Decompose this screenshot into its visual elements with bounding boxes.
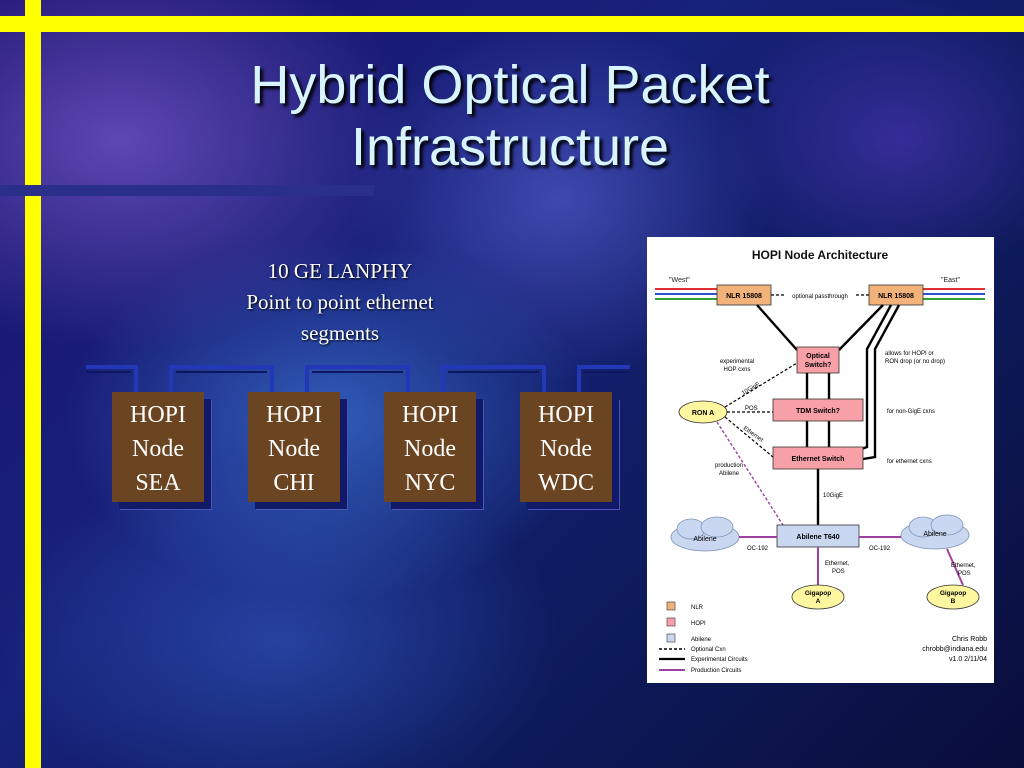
eth-pos-left-1: Ethernet, <box>825 561 850 567</box>
legend-swatch-hopi <box>666 617 676 627</box>
node-label-line1: HOPI <box>129 402 186 428</box>
subtitle-line-3: segments <box>300 321 380 345</box>
eth-pos-right-2: POS <box>958 571 971 577</box>
abilene-right-label: Abilene <box>923 531 946 538</box>
ten-gige-diag-label: 10GigE <box>741 382 761 397</box>
allows-label-2: RON drop (or no drop) <box>885 359 945 365</box>
gigapop-b-label-2: B <box>951 598 956 605</box>
experimental-label-1: experimental <box>720 359 754 365</box>
gigapop-b-node <box>926 584 980 610</box>
production-label-2: Abilene <box>719 471 740 477</box>
ethernet-switch-label: Ethernet Switch <box>792 456 845 463</box>
non-gige-label: for non-GigE cxns <box>887 409 935 415</box>
production-label-1: production <box>715 463 743 469</box>
segment-sea-chi <box>169 365 274 392</box>
segment-chi-nyc <box>305 365 410 392</box>
node-label-line2: Node <box>268 436 320 462</box>
gigapop-a-label-2: A <box>816 598 821 605</box>
node-label-line1: HOPI <box>265 402 322 428</box>
node-label-line2: Node <box>132 436 184 462</box>
node-label-line3: NYC <box>404 470 456 496</box>
segment-left-stub <box>86 365 138 392</box>
experimental-label-2: HOP cxns <box>724 367 751 373</box>
gigapop-a-label-1: Gigapop <box>805 590 831 597</box>
credit-line-1: Chris Robb <box>952 636 987 643</box>
slide-title: Hybrid Optical Packet Infrastructure <box>140 54 880 178</box>
node-label-line1: HOPI <box>401 402 458 428</box>
eth-pos-right-1: Ethernet, <box>951 563 976 569</box>
title-line-1: Hybrid Optical Packet <box>250 55 770 115</box>
optical-switch-box <box>796 346 840 374</box>
top-yellow-bar <box>0 16 1024 32</box>
arch-title: HOPI Node Architecture <box>752 248 889 262</box>
legend: NLR HOPI Abilene Optional Cxn Experiment… <box>659 601 748 674</box>
node-label-line3: CHI <box>273 470 315 496</box>
ethernet-diag-label: Ethernet <box>742 426 764 444</box>
oc192-left-label: OC-192 <box>747 546 769 552</box>
subtitle-line-1: 10 GE LANPHY <box>267 259 413 283</box>
legend-label-nlr: NLR <box>691 605 704 611</box>
legend-label-experimental: Experimental Circuits <box>691 657 748 663</box>
legend-swatch-abilene <box>666 633 676 643</box>
west-label: "West" <box>669 277 690 284</box>
title-line-2: Infrastructure <box>350 117 670 177</box>
legend-label-optional: Optional Cxn <box>691 647 726 653</box>
hopi-architecture-diagram: HOPI Node Architecture "West" "East" NLR… <box>647 237 994 683</box>
legend-swatch-nlr <box>666 601 676 611</box>
optional-passthrough-label: optional passthrough <box>792 294 848 300</box>
nlr-right-label: NLR 15808 <box>878 293 914 300</box>
east-label: "East" <box>941 277 960 284</box>
ron-a-label: RON A <box>692 410 714 417</box>
pos-label: POS <box>745 406 758 412</box>
segment-right-stub <box>577 365 630 392</box>
hopi-node-nyc: HOPI Node NYC <box>384 392 476 502</box>
gigapop-b-label-1: Gigapop <box>940 590 966 597</box>
subtitle-line-2: Point to point ethernet <box>246 290 434 314</box>
for-ethernet-label: for ethernet cxns <box>887 459 932 465</box>
tdm-switch-box <box>772 398 864 422</box>
legend-label-abilene: Abilene <box>691 637 712 643</box>
node-label-line2: Node <box>540 436 592 462</box>
node-label-line3: SEA <box>135 470 181 496</box>
node-label-line3: WDC <box>538 470 594 496</box>
abilene-left-cloud <box>670 516 740 552</box>
left-yellow-bar <box>25 0 41 768</box>
legend-label-hopi: HOPI <box>691 621 706 627</box>
node-label-line1: HOPI <box>537 402 594 428</box>
node-label-line2: Node <box>404 436 456 462</box>
optical-switch-label-1: Optical <box>806 353 830 360</box>
title-underline-bar <box>0 185 374 196</box>
optical-switch-label-2: Switch? <box>805 362 832 369</box>
abilene-left-label: Abilene <box>693 536 716 543</box>
abilene-right-cloud <box>900 514 970 550</box>
abilene-t640-label: Abilene T640 <box>796 534 839 541</box>
hopi-node-wdc: HOPI Node WDC <box>520 392 612 502</box>
credit-line-3: v1.0 2/11/04 <box>949 656 987 663</box>
segment-nyc-wdc <box>441 365 546 392</box>
oc192-right-label: OC-192 <box>869 546 891 552</box>
gigapop-a-node <box>791 584 845 610</box>
ten-gige-label: 10GigE <box>823 493 843 499</box>
nlr-left-label: NLR 15808 <box>726 293 762 300</box>
allows-label-1: allows for HOPI or <box>885 351 934 357</box>
hopi-node-sea: HOPI Node SEA <box>112 392 204 502</box>
credit-line-2: chrobb@indiana.edu <box>922 646 987 653</box>
hopi-node-chi: HOPI Node CHI <box>248 392 340 502</box>
eth-pos-left-2: POS <box>832 569 845 575</box>
legend-label-production: Production Circuits <box>691 668 741 674</box>
slide-subtitle: 10 GE LANPHY Point to point ethernet seg… <box>200 256 480 349</box>
tdm-switch-label: TDM Switch? <box>796 408 840 415</box>
